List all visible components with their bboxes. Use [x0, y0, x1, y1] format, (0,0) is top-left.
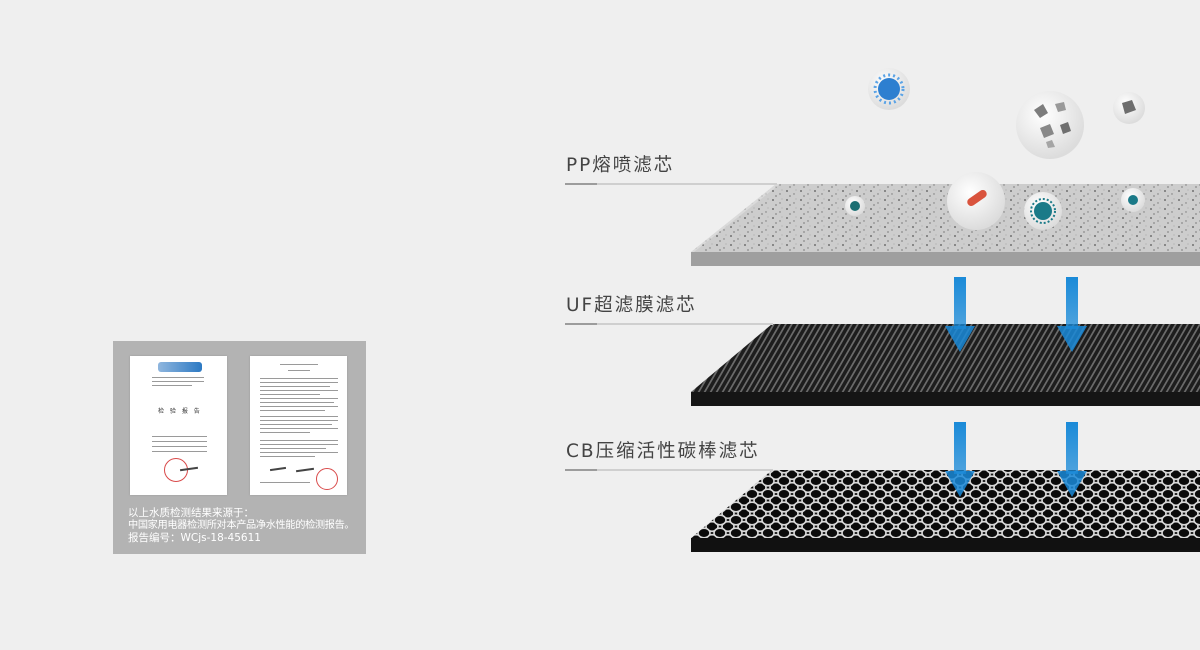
virus-icon — [1121, 188, 1145, 212]
rust-icon — [947, 172, 1005, 230]
arrow-down-icon — [945, 422, 975, 497]
arrow-down-icon — [945, 277, 975, 352]
doc-title: 检 验 报 告 — [158, 408, 202, 415]
cb-label-tick — [565, 469, 597, 471]
uf-label-tick — [565, 323, 597, 325]
virus-icon — [1024, 192, 1062, 230]
caption-line-2: 中国家用电器检测所对本产品净水性能的检测报告。 — [128, 519, 355, 531]
particle-icon — [1113, 92, 1145, 124]
cb-filter-layer — [691, 470, 1200, 552]
caption-line-3: 报告编号：WCjs-18-45611 — [128, 532, 261, 544]
bacteria-icon — [868, 68, 910, 110]
certificate-panel: 检 验 报 告 以上水质检测结果来源于： 中国家用 — [113, 341, 366, 554]
virus-icon — [845, 196, 865, 216]
uf-filter-layer — [691, 324, 1200, 406]
arrow-down-icon — [1057, 277, 1087, 352]
uf-layer-label: UF超滤膜滤芯 — [566, 295, 697, 316]
pp-filter-layer — [691, 184, 1200, 266]
report-cover-image: 检 验 报 告 — [130, 356, 227, 495]
cb-label-line — [565, 469, 773, 471]
arrow-down-icon — [1057, 422, 1087, 497]
uf-label-line — [565, 323, 773, 325]
certificate-caption: 以上水质检测结果来源于： 中国家用电器检测所对本产品净水性能的检测报告。 报告编… — [128, 507, 364, 545]
report-page-image — [250, 356, 347, 495]
particle-icon — [1016, 91, 1084, 159]
pp-layer-label: PP熔喷滤芯 — [566, 155, 675, 176]
cb-layer-label: CB压缩活性碳棒滤芯 — [566, 441, 760, 462]
pp-label-tick — [565, 183, 597, 185]
pp-label-line — [565, 183, 777, 185]
caption-line-1: 以上水质检测结果来源于： — [128, 507, 254, 519]
